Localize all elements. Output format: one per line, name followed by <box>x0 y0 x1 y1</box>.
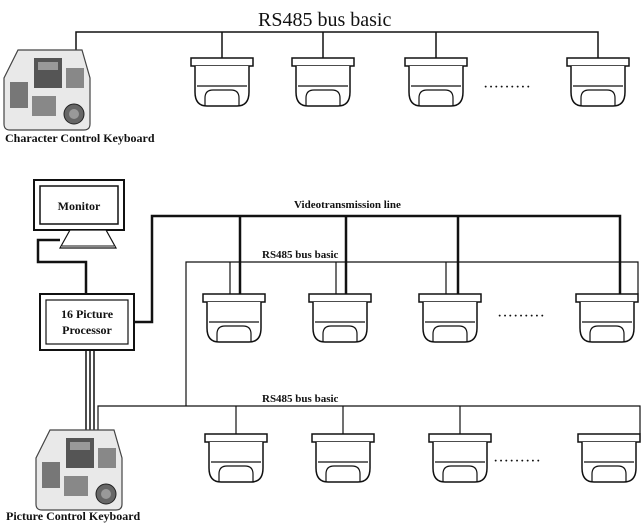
lower-bus-label: RS485 bus basic <box>262 393 339 405</box>
video-transmission-label: Videotransmission line <box>294 199 401 211</box>
processor-label-line2: Processor <box>62 323 112 337</box>
top-rs485-bus-line <box>75 31 599 58</box>
video-transmission-line <box>134 214 622 324</box>
dome-camera-icon <box>311 433 375 483</box>
dome-camera-icon <box>202 293 266 343</box>
processor-label-line1: 16 Picture <box>61 307 114 321</box>
picture-keyboard-icon <box>35 429 123 511</box>
top-section: RS485 bus basic Character Control Keyboa… <box>3 9 630 145</box>
character-keyboard-icon <box>3 49 91 131</box>
lower-rs485-bus-line <box>97 405 641 434</box>
dome-camera-icon <box>428 433 492 483</box>
top-bus-label: RS485 bus basic <box>258 9 391 31</box>
keyboard-cable <box>85 350 95 430</box>
upper-bus-label: RS485 bus basic <box>262 249 339 261</box>
dome-camera-icon <box>577 433 641 483</box>
picture-keyboard-label: Picture Control Keyboard <box>6 509 141 523</box>
lower-ellipsis: ········· <box>493 453 541 470</box>
monitor-icon <box>33 179 125 249</box>
dome-camera-icon <box>575 293 639 343</box>
dome-camera-icon <box>190 57 254 107</box>
dome-camera-icon <box>291 57 355 107</box>
monitor-cable <box>36 238 88 294</box>
upper-ellipsis: ········· <box>497 308 545 325</box>
bottom-section: Monitor 16 Picture Processor Videotransm… <box>6 179 641 523</box>
dome-camera-icon <box>404 57 468 107</box>
character-keyboard-label: Character Control Keyboard <box>5 131 155 145</box>
monitor-label: Monitor <box>58 199 101 213</box>
dome-camera-icon <box>566 57 630 107</box>
dome-camera-icon <box>418 293 482 343</box>
dome-camera-icon <box>308 293 372 343</box>
upper-rs485-bus-line <box>185 261 639 406</box>
dome-camera-icon <box>204 433 268 483</box>
top-ellipsis: ········· <box>483 79 531 96</box>
